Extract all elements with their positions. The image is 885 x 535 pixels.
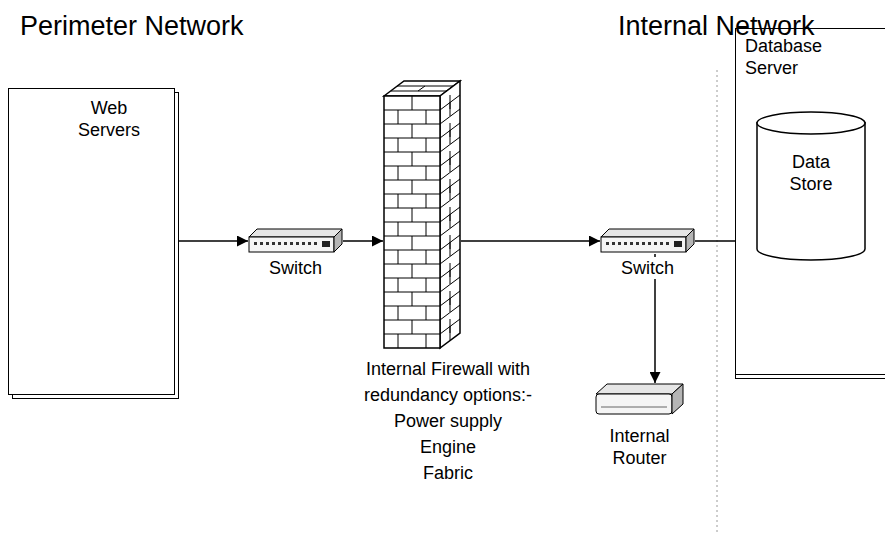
port (630, 242, 633, 245)
network-router: Internal Router (595, 383, 685, 469)
port (660, 242, 663, 245)
node-caption: Switch (600, 257, 695, 279)
node-text: Internal Firewall with redundancy option… (353, 356, 543, 408)
node-text: Database Server (745, 35, 835, 79)
port (642, 242, 645, 245)
firewall-drawing (383, 80, 461, 349)
port (636, 242, 639, 245)
port (666, 242, 669, 245)
switch-front (601, 237, 686, 252)
port (260, 242, 263, 245)
node-text: Switch (619, 257, 676, 279)
router-icon (595, 383, 684, 415)
brick-joints (384, 86, 460, 348)
router-top (596, 384, 683, 394)
port (254, 242, 257, 245)
section-heading: Perimeter Network (20, 10, 244, 42)
network-switch: Switch (600, 228, 700, 279)
port (618, 242, 621, 245)
port (612, 242, 615, 245)
node-label: Database Server (745, 35, 835, 79)
node-label: Web Servers (67, 97, 151, 141)
divider-line (717, 70, 718, 535)
switch-front (249, 237, 334, 252)
network-switch: Switch (248, 228, 348, 279)
firewall-icon (383, 80, 461, 349)
router-drawing (595, 383, 684, 415)
port (308, 242, 311, 245)
port (674, 241, 682, 247)
port (278, 242, 281, 245)
switch-icon (600, 228, 695, 254)
node-text: Fabric (353, 460, 543, 486)
port (624, 242, 627, 245)
cylinder-body (757, 122, 865, 260)
connector-arrow (175, 240, 248, 242)
node-text: Internal Router (595, 425, 684, 469)
connector-arrow (461, 240, 600, 242)
switch-top (249, 229, 342, 237)
server-box: Database ServerData Store (735, 28, 885, 375)
switch-side (686, 229, 694, 252)
firewall-wall: Internal Firewall with redundancy option… (383, 80, 463, 349)
server-group-box: Web Servers (8, 88, 175, 395)
port (648, 242, 651, 245)
node-caption: Switch (248, 257, 343, 279)
node-text: Switch (267, 257, 324, 279)
port (266, 242, 269, 245)
wall-front (384, 96, 440, 348)
switch-side (334, 229, 342, 252)
port (314, 242, 317, 245)
node-text: Web Servers (67, 97, 151, 141)
node-text: Engine (353, 434, 543, 460)
firewall-caption: Internal Firewall with redundancy option… (353, 356, 543, 486)
switch-top (601, 229, 694, 237)
node-text: Data Store (776, 151, 846, 195)
switch-drawing (248, 228, 343, 254)
port (606, 242, 609, 245)
cylinder-top (757, 112, 865, 134)
data-store-cylinder: Data Store (756, 111, 866, 261)
router-front (596, 394, 672, 414)
router-side (672, 384, 683, 414)
node-label: Data Store (756, 151, 866, 195)
switch-drawing (600, 228, 695, 254)
port (290, 242, 293, 245)
switch-icon (248, 228, 343, 254)
port (654, 242, 657, 245)
section-heading: Internal Network (618, 10, 815, 42)
port (284, 242, 287, 245)
port (302, 242, 305, 245)
port (296, 242, 299, 245)
node-text: Power supply (353, 408, 543, 434)
wall-side (440, 81, 460, 348)
router-detail (601, 407, 667, 408)
port (272, 242, 275, 245)
port (322, 241, 330, 247)
connector-arrow (343, 240, 383, 242)
node-caption: Internal Router (595, 425, 684, 469)
